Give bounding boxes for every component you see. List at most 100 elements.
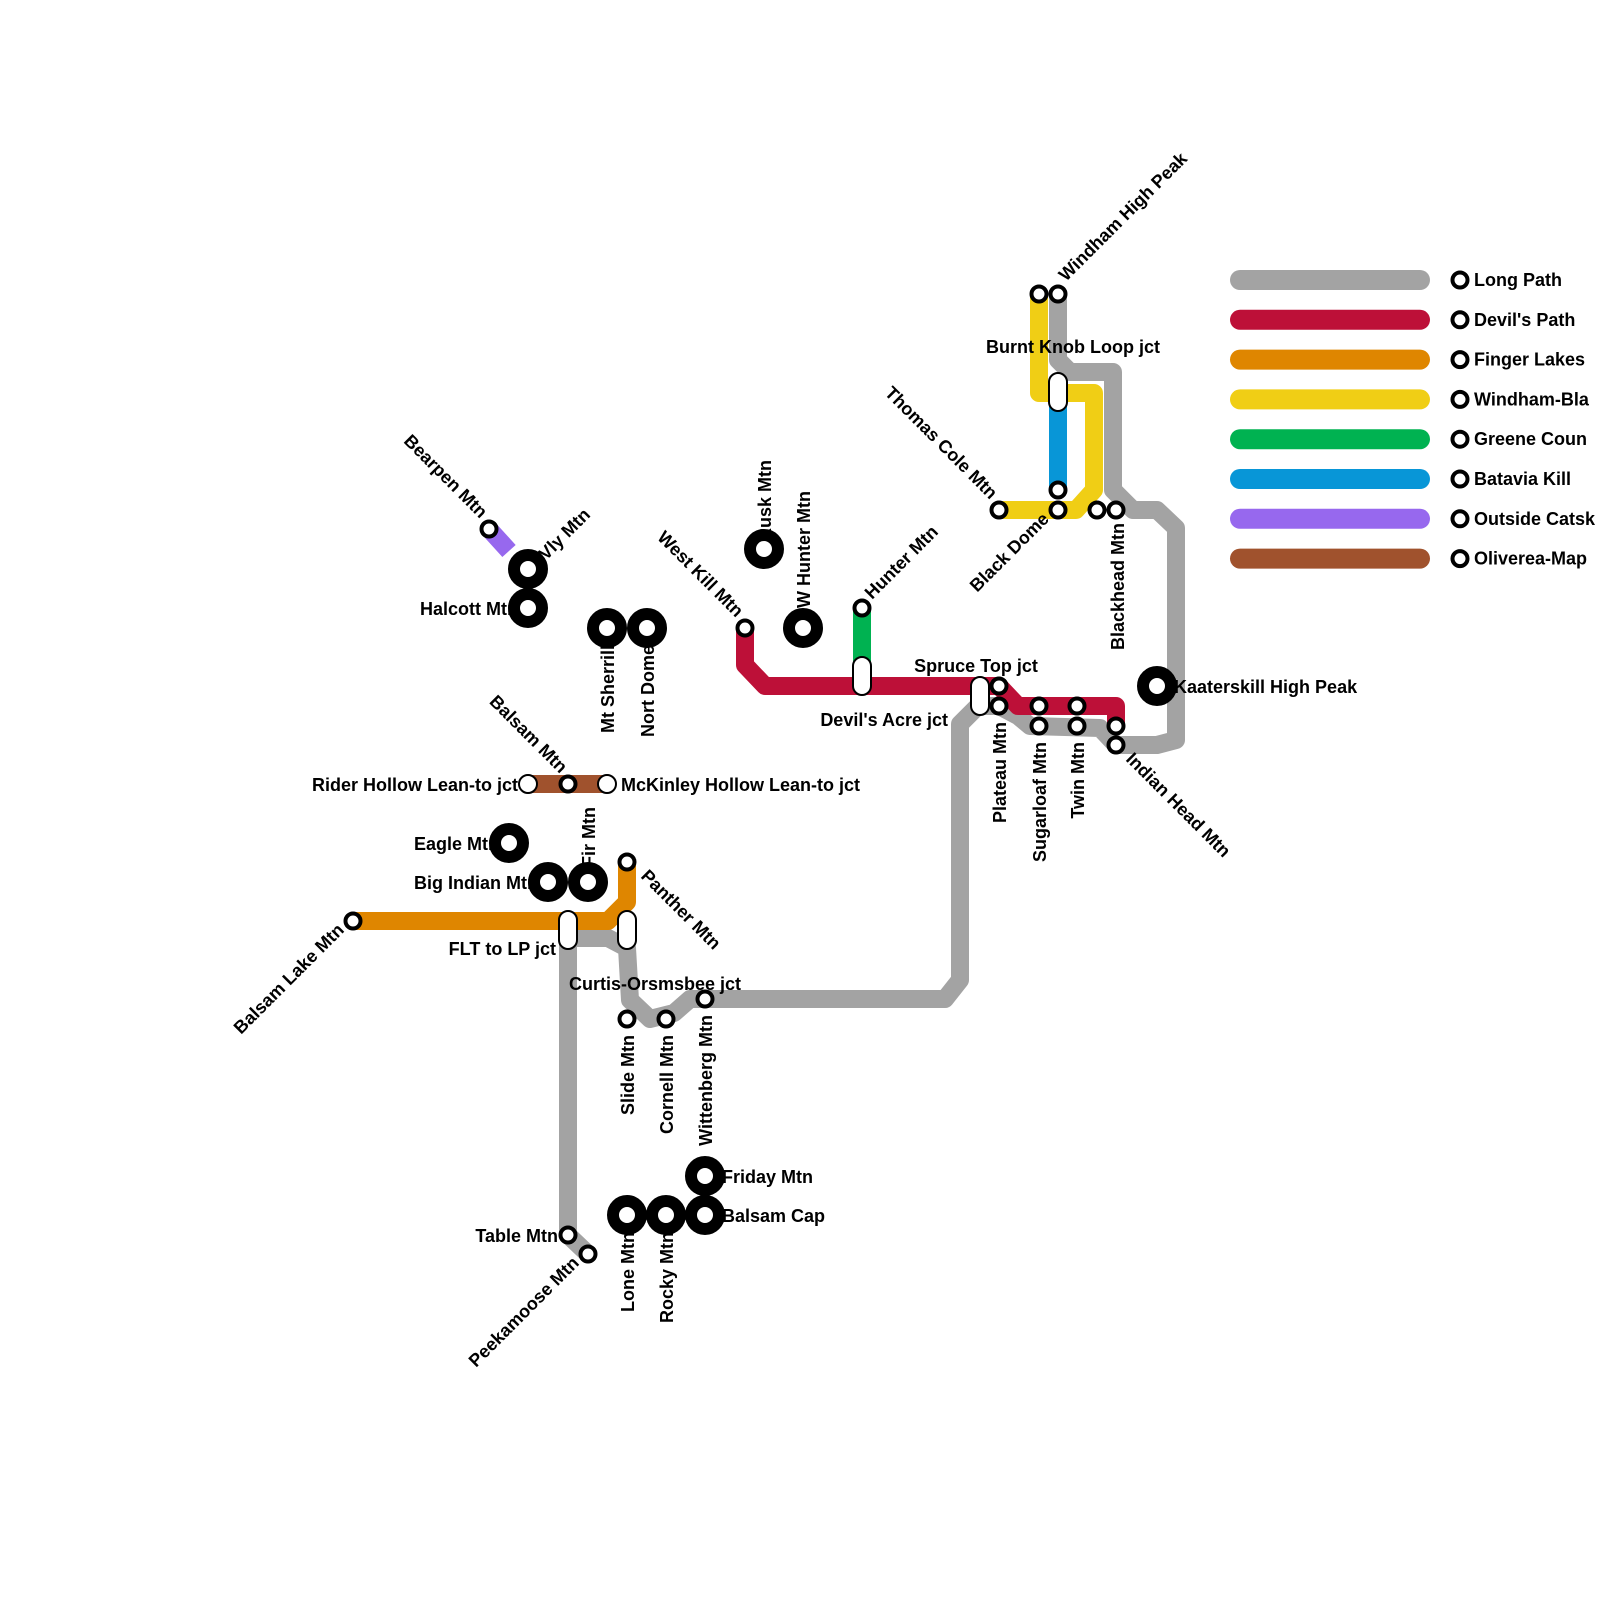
rocky-mtn-peak-marker[interactable] <box>646 1195 686 1235</box>
legend-label-outside-catskills: Outside Catsk <box>1474 509 1596 529</box>
legend-station-icon <box>1450 429 1470 449</box>
big-indian-mtn-label: Big Indian Mtn <box>414 873 538 893</box>
plateau-mtn-label: Plateau Mtn <box>990 722 1010 823</box>
nort-dome-label: Nort Dome <box>638 645 658 737</box>
mckinley-hollow-lean-to-jct-terminal-marker[interactable] <box>597 774 617 794</box>
cornell-mtn-station-marker[interactable] <box>656 1009 676 1029</box>
black-dome-label: Black Dome <box>966 509 1053 596</box>
balsam-cap-peak-marker[interactable] <box>685 1195 725 1235</box>
cornell-mtn-label: Cornell Mtn <box>657 1035 677 1134</box>
legend-station-icon <box>1450 469 1470 489</box>
hunter-mtn-label: Hunter Mtn <box>861 522 942 603</box>
thomas-cole-mtn-label: Thomas Cole Mtn <box>881 383 1001 503</box>
rider-hollow-lean-to-jct-terminal-marker[interactable] <box>518 774 538 794</box>
panther-mtn-label: Panther Mtn <box>637 866 725 954</box>
kaaterskill-high-peak-peak-marker[interactable] <box>1137 666 1177 706</box>
black-dome-station-marker[interactable] <box>1048 500 1068 520</box>
legend-station-icon <box>1450 270 1470 290</box>
legend-swatches <box>1230 270 1430 569</box>
legend-label-devils-path: Devil's Path <box>1474 310 1575 330</box>
big-indian-mtn-peak-marker[interactable] <box>528 862 568 902</box>
twin-mtn-label: Twin Mtn <box>1068 742 1088 819</box>
legend-station-icon <box>1450 509 1470 529</box>
panther-mtn-station-marker[interactable] <box>617 852 637 872</box>
rusk-mtn-label: Rusk Mtn <box>755 460 775 541</box>
windham-high-peak-station-marker[interactable] <box>1048 284 1068 304</box>
sw-hunter-mtn-peak-marker[interactable] <box>783 608 823 648</box>
spruce-top-jct-junction-marker[interactable] <box>970 676 990 716</box>
wittenberg-mtn-station-marker[interactable] <box>695 989 715 1009</box>
rusk-mtn-peak-marker[interactable] <box>744 529 784 569</box>
long-path-route <box>559 294 1185 1261</box>
lone-mtn-peak-marker[interactable] <box>607 1195 647 1235</box>
flt-to-lp-jct-junction-marker[interactable] <box>558 910 578 950</box>
fir-mtn-label: Fir Mtn <box>579 807 599 867</box>
fir-mtn-peak-marker[interactable] <box>568 862 608 902</box>
indian-head-mtn-station-marker[interactable] <box>1106 716 1126 736</box>
indian-head-mtn-station-marker[interactable] <box>1106 735 1126 755</box>
balsam-lake-mtn-label: Balsam Lake Mtn <box>230 920 348 1038</box>
curtis-orsmsbee-jct-label: Curtis-Orsmsbee jct <box>569 974 741 994</box>
twin-mtn-station-marker[interactable] <box>1067 716 1087 736</box>
flt-to-lp-jct-label: FLT to LP jct <box>449 939 556 959</box>
west-kill-mtn-station-marker[interactable] <box>735 618 755 638</box>
sugarloaf-mtn-station-marker[interactable] <box>1029 696 1049 716</box>
blackhead-mtn-station-marker[interactable] <box>1087 500 1107 520</box>
legend-label-greene-county: Greene Coun <box>1474 429 1587 449</box>
legend-label-long-path: Long Path <box>1474 270 1562 290</box>
vly-mtn-label: Vly Mtn <box>535 504 594 563</box>
west-kill-mtn-label: West Kill Mtn <box>654 527 748 621</box>
station-markers <box>343 284 1177 1264</box>
table-mtn-label: Table Mtn <box>475 1226 558 1246</box>
curtis-orsmsbee-jct-junction-marker[interactable] <box>617 910 637 950</box>
balsam-mtn-station-marker[interactable] <box>558 774 578 794</box>
halcott-mtn-peak-marker[interactable] <box>508 588 548 628</box>
eagle-mtn-peak-marker[interactable] <box>489 823 529 863</box>
kaaterskill-high-peak-label: Kaaterskill High Peak <box>1174 677 1358 697</box>
spruce-top-jct-label: Spruce Top jct <box>914 656 1038 676</box>
legend-station-icon <box>1450 350 1470 370</box>
sw-hunter-mtn-label: SW Hunter Mtn <box>794 491 814 620</box>
halcott-mtn-label: Halcott Mtn <box>420 599 518 619</box>
blackhead-mtn-station-marker[interactable] <box>1106 500 1126 520</box>
hunter-mtn-station-marker[interactable] <box>852 598 872 618</box>
balsam-lake-mtn-station-marker[interactable] <box>343 911 363 931</box>
windham-high-peak-label: Windham High Peak <box>1055 148 1192 285</box>
twin-mtn-station-marker[interactable] <box>1067 696 1087 716</box>
balsam-cap-label: Balsam Cap <box>722 1206 825 1226</box>
legend-label-oliverea-mapledale: Oliverea-Map <box>1474 549 1587 569</box>
nort-dome-peak-marker[interactable] <box>627 608 667 648</box>
windham-high-peak-station-marker[interactable] <box>1029 284 1049 304</box>
thomas-cole-mtn-station-marker[interactable] <box>989 500 1009 520</box>
rider-hollow-lean-to-jct-label: Rider Hollow Lean-to jct <box>312 775 518 795</box>
bearpen-mtn-station-marker[interactable] <box>479 519 499 539</box>
balsam-mtn-label: Balsam Mtn <box>486 691 572 777</box>
vly-mtn-peak-marker[interactable] <box>508 549 548 589</box>
wittenberg-mtn-label: Wittenberg Mtn <box>696 1015 716 1146</box>
slide-mtn-station-marker[interactable] <box>617 1009 637 1029</box>
mt-sherrill-peak-marker[interactable] <box>587 608 627 648</box>
black-dome-station-marker[interactable] <box>1048 480 1068 500</box>
legend-station-icon <box>1450 310 1470 330</box>
legend-label-batavia-kill: Batavia Kill <box>1474 469 1571 489</box>
friday-mtn-label: Friday Mtn <box>722 1167 813 1187</box>
legend-label-finger-lakes: Finger Lakes <box>1474 350 1585 370</box>
peekamoose-mtn-station-marker[interactable] <box>578 1244 598 1264</box>
legend-label-windham-blackhead: Windham-Bla <box>1474 389 1590 409</box>
plateau-mtn-station-marker[interactable] <box>989 676 1009 696</box>
plateau-mtn-station-marker[interactable] <box>989 696 1009 716</box>
table-mtn-station-marker[interactable] <box>558 1225 578 1245</box>
blackhead-mtn-label: Blackhead Mtn <box>1108 523 1128 650</box>
devil-s-acre-jct-junction-marker[interactable] <box>852 656 872 696</box>
legend-station-icon <box>1450 549 1470 569</box>
rocky-mtn-label: Rocky Mtn <box>657 1232 677 1323</box>
bearpen-mtn-label: Bearpen Mtn <box>400 431 491 522</box>
lone-mtn-label: Lone Mtn <box>618 1232 638 1312</box>
sugarloaf-mtn-station-marker[interactable] <box>1029 716 1049 736</box>
friday-mtn-peak-marker[interactable] <box>685 1156 725 1196</box>
legend-station-icon <box>1450 389 1470 409</box>
burnt-knob-loop-jct-junction-marker[interactable] <box>1048 372 1068 412</box>
